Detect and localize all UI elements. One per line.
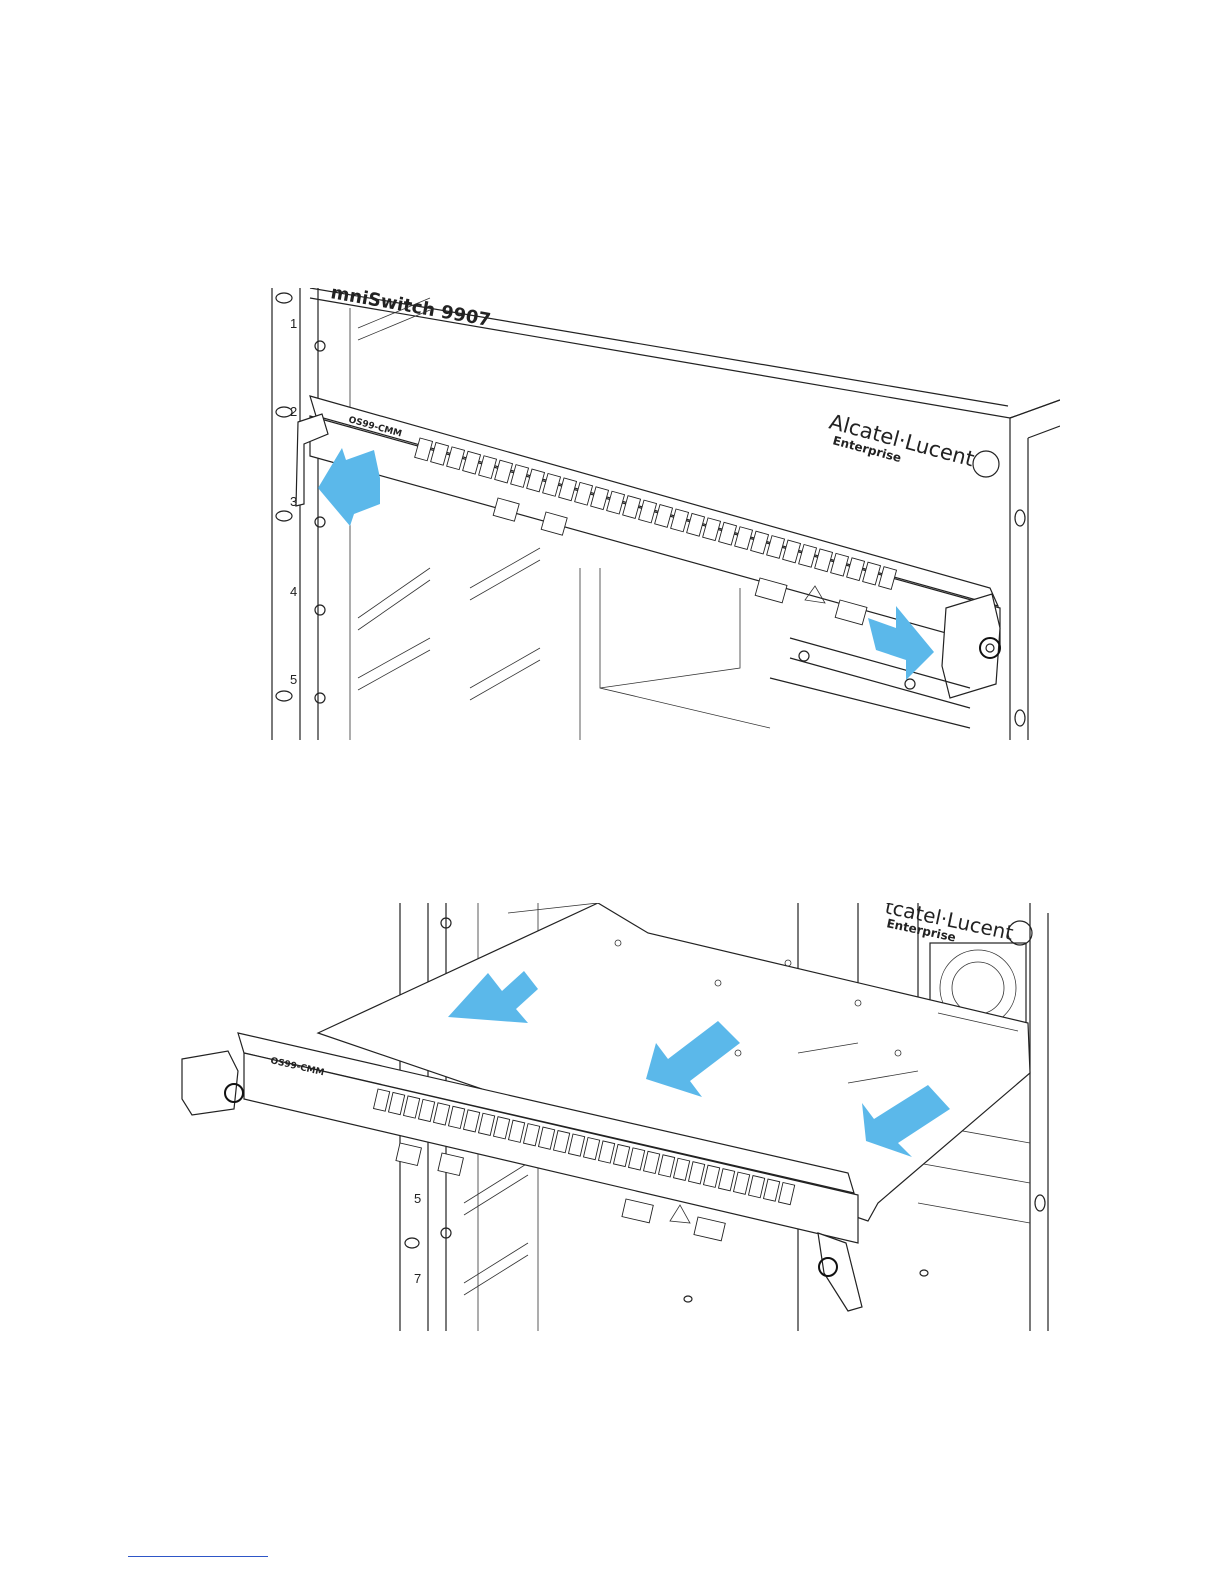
rail-hole	[276, 511, 292, 521]
backplane-section	[600, 568, 770, 728]
chassis-model-label: mniSwitch 9907	[329, 288, 492, 331]
figure-top-eject-levers: 1 2 3 4 5 mniSwitch 9907 Alcatel·Lucent …	[270, 288, 1060, 740]
slot-number-7: 7	[414, 1271, 421, 1286]
slot-number-5: 5	[414, 1191, 421, 1206]
rail-hole	[1015, 710, 1025, 726]
rail-hole	[276, 691, 292, 701]
right-ejector-lever	[818, 1233, 862, 1311]
warning-triangle-icon	[670, 1205, 690, 1223]
rail-hole	[1035, 1195, 1045, 1211]
footnote-divider	[128, 1556, 268, 1557]
fan-hub	[952, 962, 1004, 1014]
figure-bottom-slide-out: 5 7 tcatel·Lucent Enterprise OS99-CMM	[178, 903, 1058, 1331]
slot-number-1: 1	[290, 316, 297, 331]
left-ejector-lever	[182, 1051, 238, 1115]
qsfp-port	[694, 1217, 725, 1241]
chassis-hole	[920, 1270, 928, 1276]
guide-screw	[905, 679, 915, 689]
rail-hole	[405, 1238, 419, 1248]
figure-bottom-drawing: 5 7 tcatel·Lucent Enterprise OS99-CMM	[178, 903, 1058, 1331]
slot-number-2: 2	[290, 404, 297, 419]
chassis-right-side	[1010, 400, 1060, 740]
brand-logo-icon	[973, 451, 999, 477]
rail-screws	[315, 341, 325, 703]
rail-hole	[276, 293, 292, 303]
figure-top-drawing: 1 2 3 4 5 mniSwitch 9907 Alcatel·Lucent …	[270, 288, 1060, 740]
rail-hole	[1015, 510, 1025, 526]
guide-screw	[799, 651, 809, 661]
chassis-hole	[684, 1296, 692, 1302]
slot-number-4: 4	[290, 584, 297, 599]
slot-number-5: 5	[290, 672, 297, 687]
qsfp-port	[622, 1199, 653, 1223]
rj45-port	[438, 1153, 463, 1175]
lower-guide-bars	[770, 638, 970, 728]
